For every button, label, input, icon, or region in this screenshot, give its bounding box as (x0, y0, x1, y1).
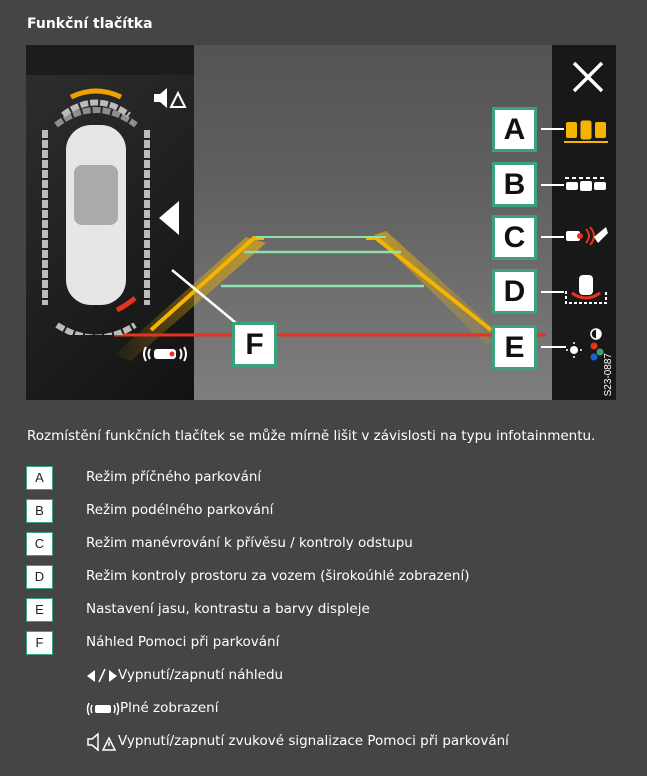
sound-icon (87, 732, 117, 752)
camera-car-right (552, 45, 616, 400)
legend-list: A Režim příčného parkování B Režim podél… (26, 466, 616, 763)
legend-text: Režim podélného parkování (86, 502, 274, 518)
callout-d: D (492, 269, 537, 314)
brightness-contrast-color-icon[interactable] (566, 328, 606, 362)
callout-f: F (232, 322, 277, 367)
callout-c: C (492, 215, 537, 260)
arrow-left-right-icon (87, 668, 117, 683)
figure-code: S23-0887 (603, 352, 614, 396)
infotainment-figure: A B C D E F S23-0887 (26, 45, 616, 400)
guide-lines (114, 231, 546, 361)
legend-text: Režim příčného parkování (86, 469, 262, 485)
trailer-icon[interactable] (564, 223, 608, 249)
legend-item: D Režim kontroly prostoru za vozem (širo… (26, 565, 616, 598)
close-icon[interactable] (571, 60, 605, 94)
legend-item: E Nastavení jasu, kontrastu a barvy disp… (26, 598, 616, 631)
parallel-parking-icon[interactable] (564, 175, 608, 195)
legend-key: A (26, 466, 53, 490)
page-title: Funkční tlačítka (27, 16, 153, 32)
icon-legend-item: Vypnutí/zapnutí zvukové signalizace Pomo… (26, 730, 616, 763)
callout-a: A (492, 107, 537, 152)
legend-item: C Režim manévrování k přívěsu / kontroly… (26, 532, 616, 565)
caption: Rozmístění funkčních tlačítek se může mí… (27, 428, 596, 444)
icon-legend-text: Plné zobrazení (120, 700, 219, 716)
legend-text: Režim kontroly prostoru za vozem (široko… (86, 568, 470, 584)
sound-icon[interactable] (152, 85, 188, 111)
full-view-icon[interactable] (142, 343, 188, 365)
callout-e: E (492, 325, 537, 370)
icon-legend-item: Vypnutí/zapnutí náhledu (26, 664, 616, 697)
legend-item: F Náhled Pomoci při parkování (26, 631, 616, 664)
legend-key: C (26, 532, 53, 556)
callout-lines (171, 128, 566, 348)
legend-text: Režim manévrování k přívěsu / kontroly o… (86, 535, 413, 551)
icon-legend-text: Vypnutí/zapnutí náhledu (118, 667, 284, 683)
full-view-icon (86, 702, 120, 716)
legend-item: B Režim podélného parkování (26, 499, 616, 532)
legend-key: D (26, 565, 53, 589)
legend-key: E (26, 598, 53, 622)
callout-b: B (492, 162, 537, 207)
legend-key: F (26, 631, 53, 655)
icon-legend-item: Plné zobrazení (26, 697, 616, 730)
arrow-left-icon[interactable] (159, 201, 181, 235)
legend-item: A Režim příčného parkování (26, 466, 616, 499)
park-assist-preview (42, 88, 150, 335)
rear-space-icon[interactable] (564, 273, 608, 307)
legend-text: Náhled Pomoci při parkování (86, 634, 280, 650)
legend-key: B (26, 499, 53, 523)
icon-legend-text: Vypnutí/zapnutí zvukové signalizace Pomo… (118, 733, 509, 749)
legend-text: Nastavení jasu, kontrastu a barvy disple… (86, 601, 370, 617)
transverse-parking-icon[interactable] (564, 118, 608, 144)
